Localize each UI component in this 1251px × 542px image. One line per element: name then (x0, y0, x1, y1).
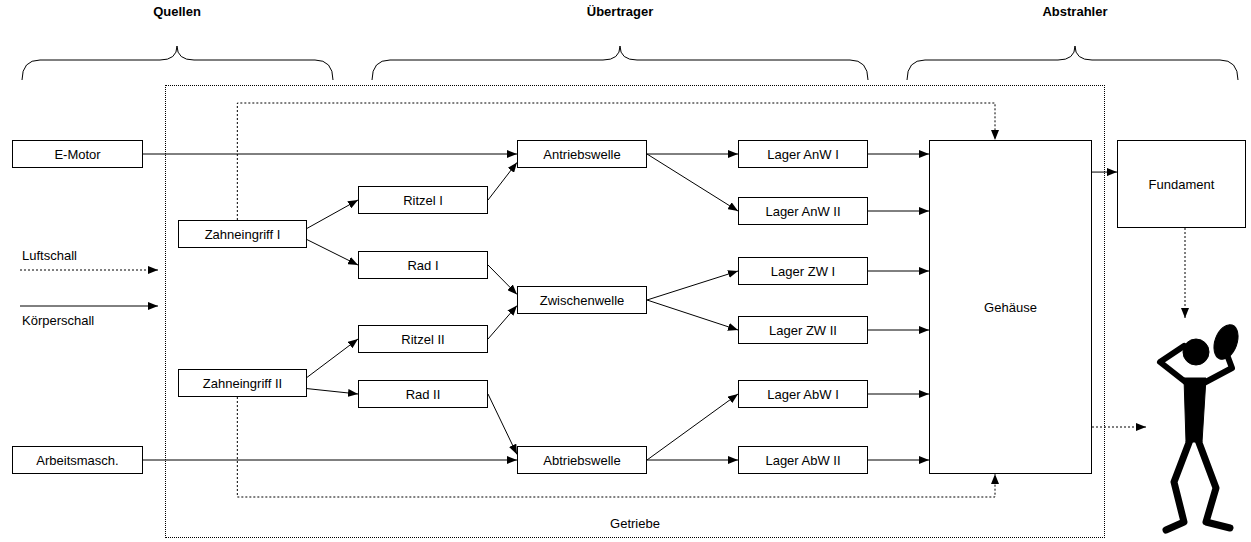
component-box: Zahneingriff I (178, 220, 307, 248)
component-box: Ritzel I (358, 186, 488, 214)
structure-borne-arrow (307, 200, 358, 228)
structure-borne-arrow (647, 460, 738, 461)
group-heading: Übertrager (587, 4, 653, 19)
node-label: Fundament (1149, 177, 1215, 192)
group-heading: Abstrahler (1042, 4, 1107, 19)
component-box: E-Motor (12, 140, 143, 168)
structure-borne-arrow (488, 162, 517, 200)
structure-borne-arrow (647, 300, 738, 330)
component-box: Lager AnW I (738, 140, 868, 168)
node-label: Lager AbW I (767, 387, 839, 402)
group-heading: Quellen (153, 4, 201, 19)
airborne-sound-arrow (1092, 427, 1146, 428)
structure-borne-arrow (143, 154, 517, 155)
structure-borne-arrow (868, 271, 929, 272)
component-box: Arbeitsmasch. (12, 446, 143, 474)
structure-borne-arrow (647, 154, 738, 155)
node-label: Rad II (406, 387, 441, 402)
structure-borne-arrow (488, 394, 517, 454)
listener-leg (1198, 440, 1230, 528)
component-box: Zahneingriff II (178, 369, 307, 397)
structure-borne-arrow (868, 154, 929, 155)
airborne-sound-arrow (237, 397, 995, 497)
legend-text: Körperschall (22, 313, 94, 328)
structure-borne-arrow (307, 339, 358, 377)
structure-borne-arrow (868, 394, 929, 395)
legend-text: Luftschall (22, 248, 77, 263)
listener-arm (1202, 352, 1232, 384)
structure-borne-arrow (488, 265, 517, 294)
structure-borne-arrow (143, 460, 517, 461)
group-brace (907, 46, 1238, 80)
node-label: Gehäuse (984, 300, 1037, 315)
structure-borne-arrow (307, 240, 358, 265)
listener-body (1184, 378, 1206, 442)
legend-sample (20, 306, 158, 307)
listener-leg (1166, 440, 1190, 530)
structure-borne-arrow (488, 306, 517, 339)
housing-frame: Getriebe Zahneingriff I Zahneingriff II Rit… (165, 85, 1105, 538)
listener-figure (1160, 321, 1242, 530)
component-box: Lager ZW I (738, 257, 868, 285)
component-box: Lager AbW I (738, 380, 868, 408)
component-box: Ritzel II (358, 325, 488, 353)
airborne-sound-arrow (1185, 228, 1186, 318)
component-box: Lager ZW II (738, 316, 868, 344)
structure-borne-arrow (647, 154, 738, 211)
structure-borne-arrow (647, 394, 738, 460)
node-label: Ritzel II (401, 332, 444, 347)
listener-head (1183, 339, 1209, 365)
structure-borne-arrow (647, 271, 738, 300)
structure-borne-arrow (868, 330, 929, 331)
component-box: Rad I (358, 251, 488, 279)
node-label: Abtriebswelle (543, 453, 620, 468)
component-box: Lager AbW II (738, 446, 868, 474)
legend-sample (20, 270, 158, 271)
component-box: Zwischenwelle (517, 286, 647, 314)
component-box: Gehäuse (929, 140, 1092, 474)
node-label: Zwischenwelle (540, 293, 625, 308)
node-label: Lager AnW I (767, 147, 839, 162)
component-box: Lager AnW II (738, 197, 868, 225)
node-label: Lager ZW I (771, 264, 835, 279)
node-label: Getriebe (166, 516, 1104, 531)
node-label: Ritzel I (403, 193, 443, 208)
listener-arm (1160, 346, 1188, 384)
group-brace (22, 46, 333, 80)
component-box: Fundament (1117, 140, 1246, 228)
node-label: Antriebswelle (543, 147, 620, 162)
node-label: E-Motor (54, 147, 100, 162)
component-box: Abtriebswelle (517, 446, 647, 474)
airborne-sound-arrow (237, 103, 995, 220)
node-label: Rad I (407, 258, 438, 273)
node-label: Lager AbW II (765, 453, 840, 468)
component-box: Antriebswelle (517, 140, 647, 168)
node-label: Zahneingriff II (203, 376, 282, 391)
node-label: Lager ZW II (769, 323, 837, 338)
node-label: Arbeitsmasch. (36, 453, 118, 468)
node-label: Zahneingriff I (205, 227, 281, 242)
structure-borne-arrow (868, 211, 929, 212)
group-brace (372, 46, 868, 80)
component-box: Rad II (358, 380, 488, 408)
structure-borne-arrow (307, 389, 358, 394)
node-label: Lager AnW II (765, 204, 840, 219)
structure-borne-arrow (868, 460, 929, 461)
